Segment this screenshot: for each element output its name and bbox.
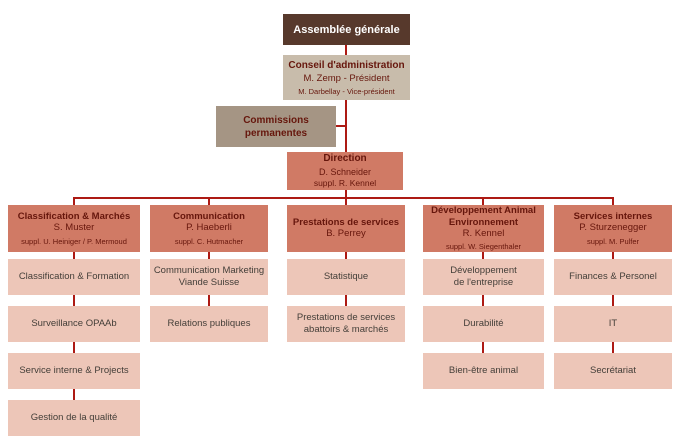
connector-line [208, 295, 210, 306]
department-title: Communication [173, 211, 245, 222]
unit-label: Relations publiques [167, 317, 251, 329]
department-deputy: suppl. W. Siegenthaler [445, 242, 522, 252]
connector-line [73, 252, 75, 259]
unit-box: Finances & Personel [554, 259, 672, 295]
conseil-president: M. Zemp - Président [303, 72, 390, 84]
department-box-services-internes: Services internes P. Sturzenegger suppl.… [554, 205, 672, 252]
unit-label: Surveillance OPAAb [31, 317, 117, 329]
unit-label: Finances & Personel [569, 270, 657, 282]
conseil-administration-box: Conseil d'administration M. Zemp - Prési… [283, 55, 410, 100]
direction-box: Direction D. Schneider suppl. R. Kennel [287, 152, 403, 190]
connector-line [345, 45, 347, 55]
connector-line [208, 197, 210, 205]
unit-box: Relations publiques [150, 306, 268, 342]
connector-line [612, 342, 614, 353]
unit-box: Surveillance OPAAb [8, 306, 140, 342]
commissions-permanentes-box: Commissions permanentes [216, 106, 336, 147]
assemblee-generale-title: Assemblée générale [293, 23, 400, 36]
assemblee-generale-box: Assemblée générale [283, 14, 410, 45]
unit-box: Statistique [287, 259, 405, 295]
department-head: S. Muster [53, 222, 95, 234]
unit-label: Communication Marketing Viande Suisse [153, 264, 265, 288]
connector-line [482, 342, 484, 353]
unit-label: Durabilité [463, 317, 504, 329]
department-box-prestations: Prestations de services B. Perrey [287, 205, 405, 252]
connector-line [482, 295, 484, 306]
department-title: Classification & Marchés [17, 211, 131, 222]
unit-label: IT [608, 317, 618, 329]
connector-line [73, 197, 614, 199]
connector-line [336, 125, 347, 127]
conseil-vice-president: M. Darbellay - Vice-président [298, 87, 395, 97]
direction-deputy: suppl. R. Kennel [313, 177, 377, 188]
department-deputy: suppl. M. Pulfer [586, 236, 640, 246]
connector-line [73, 197, 75, 205]
connector-line [612, 252, 614, 259]
unit-box: Développement de l'entreprise [423, 259, 544, 295]
department-head: P. Sturzenegger [579, 222, 647, 234]
department-box-classification-marches: Classification & Marchés S. Muster suppl… [8, 205, 140, 252]
department-head: P. Haeberli [186, 222, 232, 234]
unit-label: Classification & Formation [18, 270, 130, 282]
department-title: Services internes [573, 211, 653, 222]
connector-line [482, 252, 484, 259]
commissions-title: Commissions permanentes [243, 114, 309, 139]
connector-line [73, 389, 75, 400]
conseil-title: Conseil d'administration [288, 59, 405, 71]
unit-box: Gestion de la qualité [8, 400, 140, 436]
unit-label: Statistique [323, 270, 369, 282]
unit-box: Classification & Formation [8, 259, 140, 295]
unit-box: Service interne & Projects [8, 353, 140, 389]
unit-box: Durabilité [423, 306, 544, 342]
department-box-developpement: Développement Animal Environnement R. Ke… [423, 205, 544, 252]
department-deputy: suppl. U. Heiniger / P. Mermoud [21, 236, 127, 246]
connector-line [73, 295, 75, 306]
department-title: Développement Animal Environnement [431, 205, 536, 228]
unit-box: Communication Marketing Viande Suisse [150, 259, 268, 295]
connector-line [73, 342, 75, 353]
connector-line [345, 295, 347, 306]
connector-line [612, 295, 614, 306]
direction-head: D. Schneider [318, 166, 372, 177]
connector-line [482, 197, 484, 205]
direction-title: Direction [323, 153, 367, 165]
unit-box: Secrétariat [554, 353, 672, 389]
unit-label: Développement de l'entreprise [450, 264, 517, 288]
unit-label: Prestations de services abattoirs & marc… [296, 311, 396, 335]
connector-line [612, 197, 614, 205]
department-deputy: suppl. C. Hutmacher [174, 236, 244, 246]
unit-label: Secrétariat [590, 364, 636, 376]
unit-label: Bien-être animal [448, 364, 519, 376]
unit-box: IT [554, 306, 672, 342]
department-head: R. Kennel [462, 228, 505, 240]
unit-box: Bien-être animal [423, 353, 544, 389]
department-title: Prestations de services [292, 216, 400, 228]
unit-label: Gestion de la qualité [30, 411, 118, 423]
connector-line [208, 252, 210, 259]
unit-box: Prestations de services abattoirs & marc… [287, 306, 405, 342]
connector-line [345, 252, 347, 259]
department-head: B. Perrey [326, 228, 366, 240]
department-box-communication: Communication P. Haeberli suppl. C. Hutm… [150, 205, 268, 252]
unit-label: Service interne & Projects [19, 364, 129, 376]
